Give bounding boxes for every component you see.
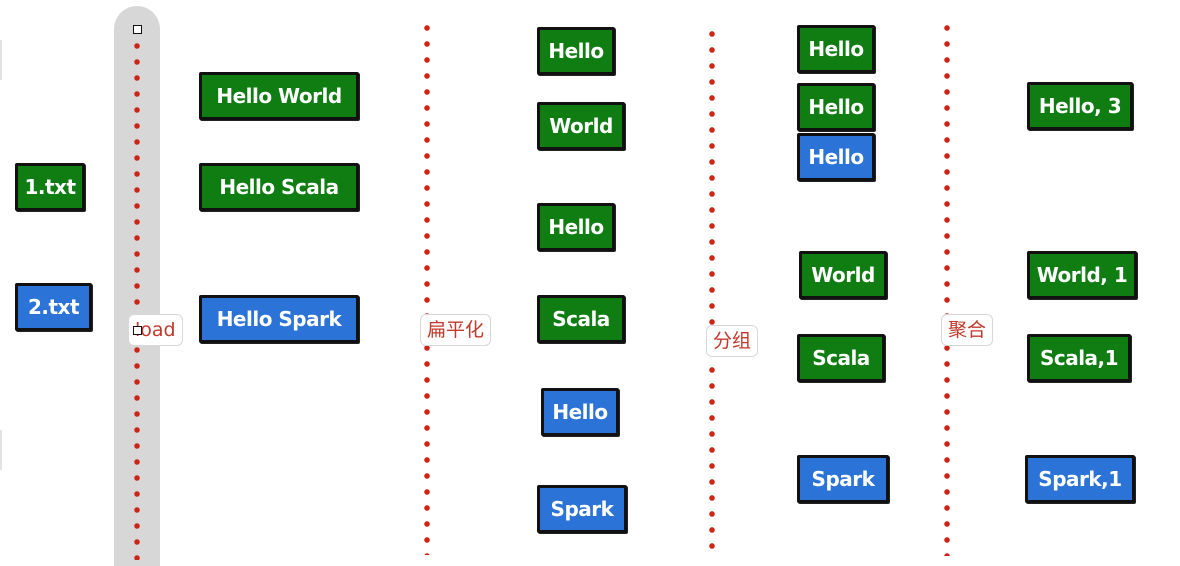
group-box-3[interactable]: Hello: [797, 133, 875, 181]
line-box-2[interactable]: Hello Scala: [199, 163, 359, 211]
resize-handle-top[interactable]: [133, 25, 142, 34]
file-box-1[interactable]: 1.txt: [15, 163, 85, 211]
word-box-1[interactable]: Hello: [537, 27, 615, 75]
result-box-3[interactable]: Scala,1: [1027, 334, 1131, 382]
step-label-flatten: 扁平化: [420, 314, 492, 346]
edge-mark-bottom: [0, 430, 2, 470]
edge-mark-top: [0, 40, 2, 80]
result-box-1[interactable]: Hello, 3: [1027, 82, 1133, 130]
group-divider: [709, 26, 715, 556]
result-box-2[interactable]: World, 1: [1027, 251, 1137, 299]
file-box-2[interactable]: 2.txt: [15, 283, 92, 331]
step-label-aggregate: 聚合: [941, 314, 994, 346]
word-box-5[interactable]: Hello: [541, 388, 619, 436]
step-label-load: load: [128, 314, 183, 346]
word-box-6[interactable]: Spark: [537, 485, 627, 533]
line-box-1[interactable]: Hello World: [199, 72, 359, 120]
group-box-5[interactable]: Scala: [797, 334, 885, 382]
resize-handle-middle[interactable]: [133, 326, 142, 335]
result-box-4[interactable]: Spark,1: [1025, 455, 1135, 503]
step-label-group: 分组: [706, 325, 759, 357]
group-box-2[interactable]: Hello: [797, 83, 875, 131]
flatten-divider: [424, 20, 430, 555]
load-divider: [134, 38, 140, 560]
aggregate-divider: [944, 20, 950, 556]
word-box-4[interactable]: Scala: [537, 295, 625, 343]
word-box-3[interactable]: Hello: [537, 203, 615, 251]
group-box-6[interactable]: Spark: [797, 455, 889, 503]
line-box-3[interactable]: Hello Spark: [199, 295, 359, 343]
group-box-4[interactable]: World: [799, 251, 887, 299]
word-box-2[interactable]: World: [537, 102, 625, 150]
group-box-1[interactable]: Hello: [797, 25, 875, 73]
